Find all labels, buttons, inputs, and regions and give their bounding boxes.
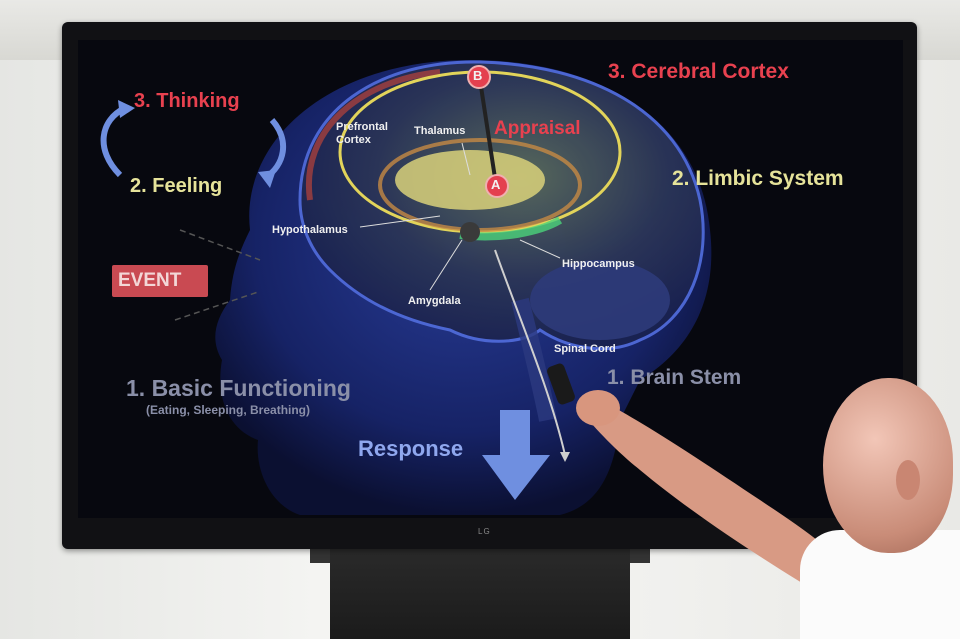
person-head xyxy=(823,378,953,553)
feeling-label: 2. Feeling xyxy=(130,175,223,197)
appraisal-label: Appraisal xyxy=(494,118,581,139)
limbic-ring xyxy=(378,138,582,232)
brain-stem-label: 1. Brain Stem xyxy=(607,366,742,389)
tv-stand xyxy=(330,549,630,639)
amygdala-region xyxy=(460,222,480,242)
hippocampus-label: Hippocampus xyxy=(562,258,635,270)
limbic-region xyxy=(395,150,545,210)
spinal-cord-label: Spinal Cord xyxy=(554,343,616,355)
basic-functioning-label: 1. Basic Functioning xyxy=(126,375,351,401)
thinking-up-arrow xyxy=(100,105,127,178)
thalamus-label: Thalamus xyxy=(414,125,466,137)
event-box xyxy=(112,265,208,297)
amygdala-label: Amygdala xyxy=(408,295,461,307)
response-arrow xyxy=(482,410,550,500)
pointing-arm xyxy=(580,400,840,600)
cerebellum xyxy=(530,260,670,340)
marker-b-circle xyxy=(467,65,491,89)
thinking-up-arrowhead xyxy=(118,100,135,118)
limbic-system-label: 2. Limbic System xyxy=(672,167,844,190)
tv-brand-logo: LG xyxy=(478,527,491,536)
marker-b-label: B xyxy=(473,68,483,83)
spinal-arrow-head xyxy=(560,452,570,462)
response-label: Response xyxy=(358,436,464,461)
feeling-down-arrowhead xyxy=(258,170,276,188)
hand xyxy=(576,390,620,426)
appraisal-line xyxy=(478,79,497,179)
remote-control xyxy=(547,363,575,405)
spinal-pathway-arrow xyxy=(494,249,566,456)
event-label: EVENT xyxy=(118,270,182,291)
hypothalamus-label: Hypothalamus xyxy=(272,224,348,236)
prefrontal-cortex-label: Prefrontal Cortex xyxy=(336,121,388,146)
marker-a-label: A xyxy=(491,177,501,192)
cerebral-cortex-label: 3. Cerebral Cortex xyxy=(608,60,789,83)
thinking-label: 3. Thinking xyxy=(134,90,240,112)
basic-functioning-sublabel: (Eating, Sleeping, Breathing) xyxy=(146,403,311,417)
cortex-outline xyxy=(305,69,441,201)
person-ear xyxy=(896,460,920,500)
marker-a-circle xyxy=(485,174,509,198)
